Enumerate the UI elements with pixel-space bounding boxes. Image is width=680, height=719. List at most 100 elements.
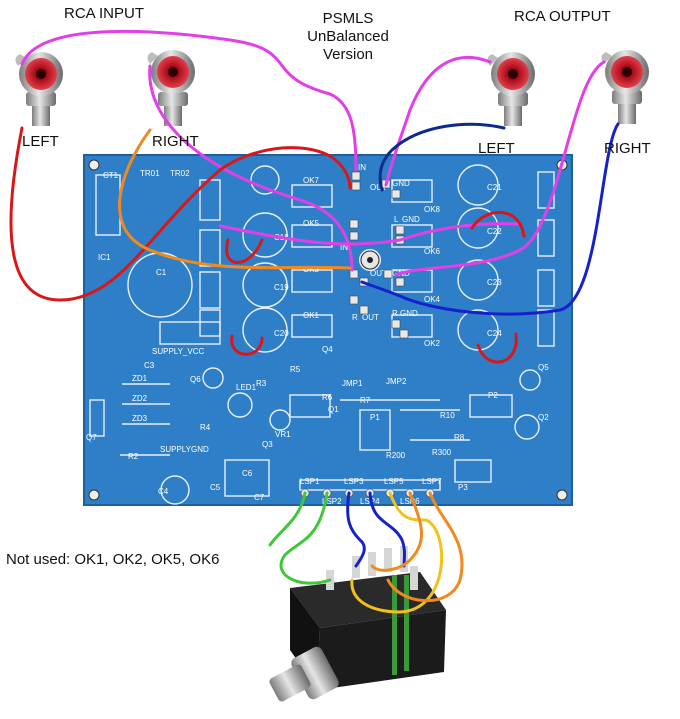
input-left-label: LEFT bbox=[22, 133, 59, 150]
wire-blue-lsp4 bbox=[368, 491, 406, 568]
pcb-label: OK8 bbox=[424, 205, 441, 214]
wire-yellow-lsp5 bbox=[350, 491, 444, 614]
pcb-label: P1 bbox=[370, 413, 380, 422]
wire-green-lsp1 bbox=[268, 491, 307, 547]
pcb-label: R bbox=[352, 313, 358, 322]
pcb-label: SUPPLYGND bbox=[160, 445, 209, 454]
pcb-label: OK2 bbox=[424, 339, 441, 348]
pcb-label: R2 bbox=[128, 452, 139, 461]
pcb-label: GND bbox=[402, 215, 420, 224]
pcb-label: OK1 bbox=[303, 311, 320, 320]
pcb-label: Q7 bbox=[86, 433, 97, 442]
not-used-note: Not used: OK1, OK2, OK5, OK6 bbox=[6, 551, 220, 568]
rca-input-title: RCA INPUT bbox=[64, 5, 145, 22]
potentiometer-image bbox=[269, 546, 446, 702]
pcb-label: C6 bbox=[242, 469, 253, 478]
pcb-label: LSP2 bbox=[322, 497, 342, 506]
pcb-label: P3 bbox=[458, 483, 468, 492]
psmls-title-line: PSMLS bbox=[322, 10, 374, 27]
pcb-label: Q2 bbox=[538, 413, 549, 422]
pcb-label: TR01 bbox=[140, 169, 160, 178]
pcb-label: LSP3 bbox=[344, 477, 364, 486]
pcb-label: R5 bbox=[290, 365, 301, 374]
pcb-label: C19 bbox=[274, 283, 289, 292]
pcb-label: C21 bbox=[487, 183, 502, 192]
pcb-label: R200 bbox=[386, 451, 406, 460]
wire-navy-output-left bbox=[378, 122, 506, 192]
psmls-title-line: Version bbox=[322, 46, 374, 63]
pcb-label: P2 bbox=[488, 391, 498, 400]
wire-red-jumper-1 bbox=[225, 238, 264, 264]
wire-orange-lsp7 bbox=[386, 491, 464, 603]
pcb-label: C23 bbox=[487, 278, 502, 287]
pcb-label: OUT bbox=[370, 269, 387, 278]
pcb-label: JMP1 bbox=[342, 379, 363, 388]
psmls-title-line: UnBalanced bbox=[307, 28, 389, 45]
pcb-label: ZD3 bbox=[132, 414, 148, 423]
pcb-label: ZD1 bbox=[132, 374, 148, 383]
pcb-label: VR1 bbox=[275, 430, 291, 439]
pcb-label: GND bbox=[400, 309, 418, 318]
psmls-title: PSMLS UnBalanced Version bbox=[290, 10, 406, 64]
pcb-label: R10 bbox=[440, 411, 455, 420]
wire-red-input-left bbox=[9, 126, 352, 302]
wire-blue-output-right bbox=[360, 122, 620, 316]
pcb-label: LED1 bbox=[236, 383, 257, 392]
pcb-label: R4 bbox=[200, 423, 211, 432]
pcb-label: OUT bbox=[370, 183, 387, 192]
pcb-label: IC1 bbox=[98, 253, 111, 262]
rca-output-title: RCA OUTPUT bbox=[514, 8, 611, 25]
wire-magenta-input-left bbox=[20, 29, 358, 172]
wire-magenta-output-left bbox=[384, 55, 492, 187]
pcb-label: R3 bbox=[256, 379, 267, 388]
rca-jack-input-right bbox=[147, 50, 195, 126]
pcb-label: OK6 bbox=[424, 247, 441, 256]
pcb-label: Q5 bbox=[538, 363, 549, 372]
pcb-label: SUPPLY_VCC bbox=[152, 347, 205, 356]
rca-jack-output-right bbox=[601, 50, 649, 124]
pcb-label: Q4 bbox=[322, 345, 333, 354]
pcb-label: IN bbox=[358, 163, 366, 172]
pcb-label: JMP2 bbox=[386, 377, 407, 386]
pcb-label: C7 bbox=[254, 493, 265, 502]
pcb-label: IN bbox=[340, 243, 348, 252]
center-connector bbox=[360, 250, 380, 270]
pcb-label: ZD2 bbox=[132, 394, 148, 403]
rca-jack-input-left bbox=[15, 52, 63, 126]
pcb-label: OK4 bbox=[424, 295, 441, 304]
pcb-label: GND bbox=[392, 179, 410, 188]
pcb-components bbox=[89, 164, 555, 505]
pcb-label: OK3 bbox=[303, 265, 320, 274]
pcb-label: OK7 bbox=[303, 176, 320, 185]
pcb-label: C5 bbox=[210, 483, 221, 492]
pcb-label: OK5 bbox=[303, 219, 320, 228]
wire-red-jumper-4 bbox=[476, 332, 518, 364]
wire-orange-input-right bbox=[118, 128, 352, 270]
wire-magenta-input-right bbox=[148, 64, 354, 272]
input-right-label: RIGHT bbox=[152, 133, 199, 150]
pcb-labels: OK7 OK5 OK3 OK1 OK8 OK6 OK4 OK2 C1 C18 C… bbox=[86, 163, 549, 506]
pcb-label: C1 bbox=[156, 268, 167, 277]
wires bbox=[9, 29, 620, 614]
pcb-label: R8 bbox=[454, 433, 465, 442]
pcb-label: R7 bbox=[360, 396, 371, 405]
output-left-label: LEFT bbox=[478, 140, 515, 157]
pcb-label: L bbox=[394, 215, 399, 224]
pcb-label: C22 bbox=[487, 227, 502, 236]
wire-blue-lsp3 bbox=[346, 491, 366, 568]
pcb-label: Q3 bbox=[262, 440, 273, 449]
wire-red-jumper-3 bbox=[470, 211, 526, 238]
pcb-label: CT1 bbox=[103, 171, 119, 180]
rca-jack-output-left bbox=[487, 52, 535, 126]
wire-orange-lsp6 bbox=[370, 491, 424, 572]
wire-green-lsp2 bbox=[279, 491, 332, 585]
pcb-label: C24 bbox=[487, 329, 502, 338]
pcb-label: LSP6 bbox=[400, 497, 420, 506]
pcb-label: R bbox=[392, 309, 398, 318]
pcb-label: R300 bbox=[432, 448, 452, 457]
pcb-label: Q6 bbox=[190, 375, 201, 384]
wire-magenta-output-right bbox=[394, 60, 606, 277]
pcb-label: LSP5 bbox=[384, 477, 404, 486]
wire-red-jumper-2 bbox=[230, 334, 264, 356]
